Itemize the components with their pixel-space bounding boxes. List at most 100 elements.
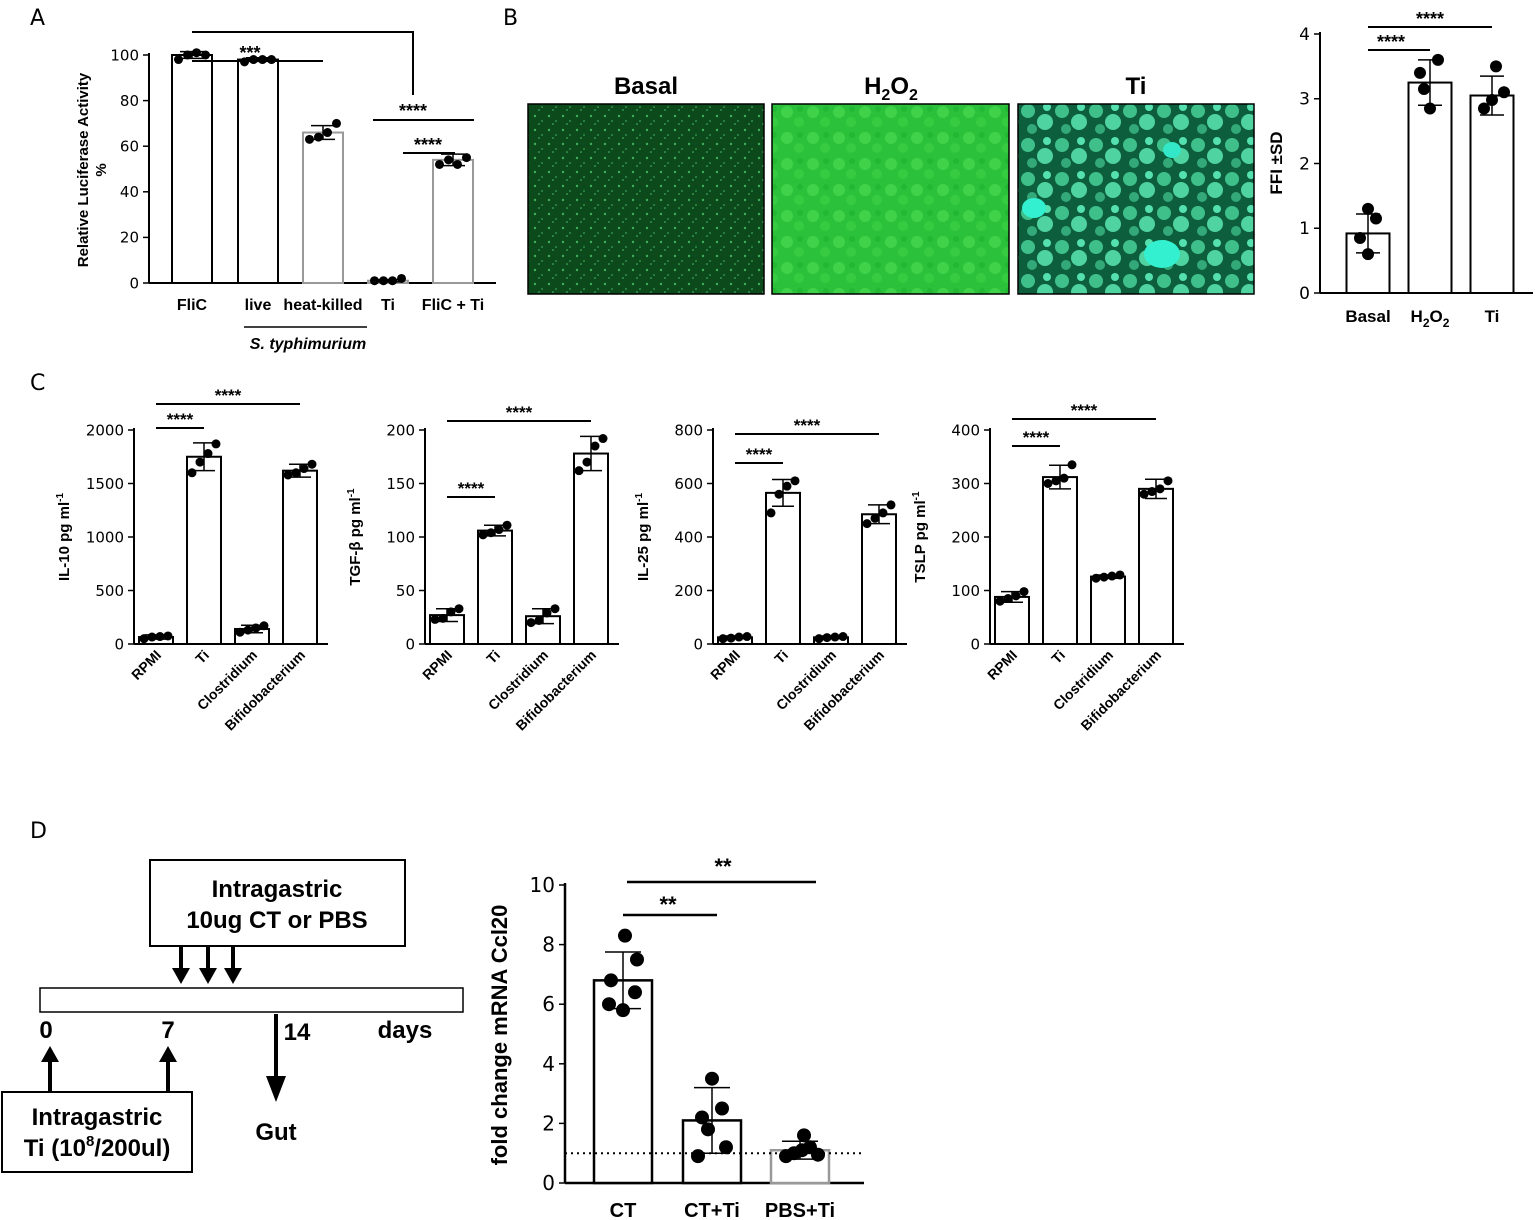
panel-c-category-label: Ti — [483, 647, 503, 667]
panel-c-ytick-label: 800 — [674, 421, 703, 439]
panel-a-category-label: FliC — [177, 297, 208, 314]
panel-c-data-point — [534, 615, 544, 625]
panel-c-data-point — [742, 632, 752, 642]
panel-b-sig-label: **** — [1377, 32, 1405, 52]
panel-d-data-point — [691, 1149, 705, 1164]
panel-c-data-point — [1003, 594, 1013, 604]
panel-a-group-label: S. typhimurium — [250, 336, 366, 353]
panel-a-data-point — [201, 50, 210, 60]
panel-a-data-point — [192, 48, 201, 58]
panel-c-data-point — [1019, 587, 1029, 597]
panel-c-data-point — [494, 525, 504, 535]
panel-c-data-point — [766, 508, 776, 518]
panel-a-sig-label: **** — [399, 101, 427, 121]
panel-c-data-point — [870, 513, 880, 523]
panel-a-ytick-label: 20 — [120, 229, 139, 247]
panel-c-data-point — [1067, 460, 1077, 470]
panel-c-ytick-label: 1500 — [86, 475, 124, 493]
panel-a-ylabel-line1: Relative Luciferase Activity — [75, 72, 92, 267]
panel-d-sig-label: ** — [714, 854, 732, 879]
panel-b-data-point — [1486, 94, 1498, 107]
panel-c-sig-label: **** — [458, 479, 485, 498]
panel-d-sig-label: ** — [659, 892, 677, 917]
panel-c-data-point — [526, 618, 536, 628]
panel-c-data-point — [590, 441, 600, 451]
panel-c-data-point — [550, 604, 560, 614]
panel-a-data-point — [444, 155, 453, 165]
panel-b-ytick-label: 2 — [1299, 154, 1310, 174]
panel-c-data-point — [574, 466, 584, 476]
panel-c-data-point — [1155, 484, 1165, 494]
panel-c-data-point — [598, 434, 608, 444]
panel-b-category-label-h2o2: H2O2 — [1411, 307, 1450, 330]
panel-d-ylabel: fold change mRNA Ccl20 — [487, 905, 512, 1166]
panel-c-data-point — [454, 604, 464, 614]
panel-c-data-point — [478, 530, 488, 540]
panel-b-data-point — [1362, 202, 1374, 215]
panel-b-ytick-label: 0 — [1299, 284, 1310, 304]
panel-d-category-label: CT — [610, 1200, 637, 1220]
top-box-line2: 10ug CT or PBS — [186, 907, 367, 934]
panel-c-data-point — [446, 607, 456, 617]
panel-a-ytick-label: 100 — [110, 46, 139, 64]
panel-c-ytick-label: 200 — [674, 582, 703, 600]
panel-c-sig-label: **** — [167, 410, 194, 429]
panel-c-data-point — [486, 528, 496, 538]
panel-a-data-point — [453, 159, 462, 169]
panel-a-data-point — [332, 118, 341, 128]
panel-c-bar — [1138, 487, 1174, 645]
panel-b-sig-label: **** — [1416, 9, 1444, 29]
panel-b-ylabel: FFI ±SD — [1267, 131, 1286, 194]
panel-c-data-point — [1043, 479, 1053, 488]
up-arrows-ti — [41, 1046, 177, 1092]
panel-b-data-point — [1432, 53, 1444, 66]
panel-d-category-label: CT+Ti — [684, 1200, 740, 1220]
panel-letter-b: B — [503, 6, 518, 31]
panel-c-category-label: Ti — [192, 647, 212, 667]
panel-a-ytick-label: 60 — [120, 137, 139, 155]
panel-c-data-point — [995, 596, 1005, 606]
panel-c-ytick-label: 50 — [396, 582, 415, 600]
panel-b-image-title-ti: Ti — [1126, 73, 1147, 100]
timeline-tick-0: 0 — [39, 1017, 52, 1044]
panel-c-ytick-label: 100 — [386, 528, 415, 546]
panel-c-data-point — [307, 459, 317, 469]
panel-c-data-point — [299, 464, 309, 474]
panel-c-bar — [1090, 575, 1126, 646]
down-arrow-gut — [266, 1014, 286, 1102]
panel-a-bar — [302, 131, 344, 284]
panel-b-data-point — [1490, 60, 1502, 73]
panel-a-data-point — [305, 134, 314, 144]
panel-b-image-title-h2o2: H2O2 — [864, 73, 918, 104]
panel-c-data-point — [878, 508, 888, 518]
panel-c-data-point — [1099, 572, 1109, 582]
panel-d-ytick-label: 4 — [542, 1052, 555, 1076]
micrograph-ti-bright-cell — [1144, 240, 1180, 268]
panel-a-sig-label: *** — [239, 43, 260, 63]
panel-c-data-point — [147, 632, 157, 642]
panel-b-image-title-basal: Basal — [614, 73, 678, 100]
panel-c-data-point — [283, 470, 293, 480]
panel-c-ytick-label: 400 — [951, 421, 980, 439]
timeline-bar — [39, 987, 464, 1013]
panel-letter-c: C — [30, 371, 45, 396]
panel-a-data-point — [174, 55, 183, 65]
panel-d-data-point — [630, 952, 644, 967]
panel-c-category-label: RPMI — [984, 647, 1020, 683]
panel-d-data-point — [797, 1128, 811, 1143]
timeline-days-label: days — [378, 1017, 433, 1044]
panel-a-category-label: heat-killed — [283, 297, 362, 314]
panel-b-data-point — [1418, 83, 1430, 96]
panel-d-data-point — [715, 1101, 729, 1116]
panel-c-category-label: RPMI — [707, 647, 743, 683]
panel-c-data-point — [235, 627, 245, 637]
bottom-box-line2: Ti (108/200ul) — [24, 1133, 171, 1162]
panel-c-data-point — [1115, 570, 1125, 580]
panel-c-data-point — [734, 632, 744, 642]
panel-c-data-point — [862, 519, 872, 529]
panel-b-category-label: Basal — [1345, 307, 1390, 326]
panel-c-ytick-label: 200 — [951, 528, 980, 546]
panel-c-data-point — [582, 457, 592, 467]
